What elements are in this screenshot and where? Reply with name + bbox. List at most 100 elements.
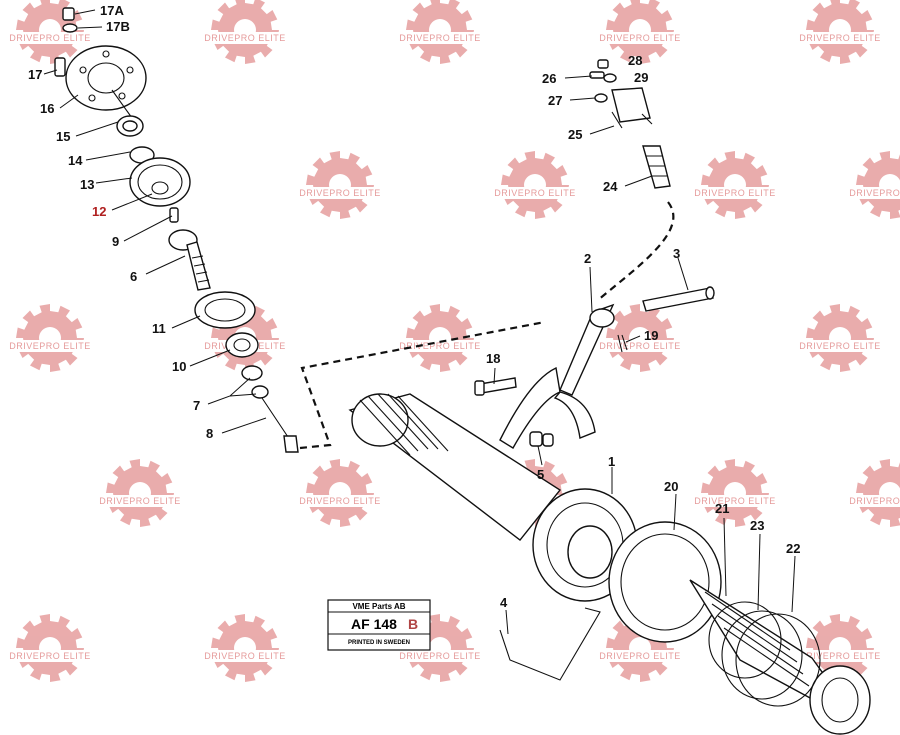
callout-23: 23 (750, 518, 764, 533)
watermark-text: DRIVEPRO ELITE (9, 33, 91, 43)
watermark-gear-14 (94, 459, 186, 527)
watermark-text: DRIVEPRO ELITE (9, 651, 91, 661)
part-12-ring (151, 181, 169, 195)
part-29-washer (603, 73, 617, 83)
callout-21: 21 (715, 501, 729, 516)
part-22-ring (735, 613, 821, 707)
part-20-hub (608, 521, 722, 643)
watermark-gear-15 (294, 459, 386, 527)
parts-plate: VME Parts AB AF 148 B PRINTED IN SWEDEN (327, 599, 431, 651)
callout-9: 9 (112, 234, 119, 249)
callout-3: 3 (673, 246, 680, 261)
plate-company: VME Parts AB (352, 602, 405, 611)
watermark-gear-2 (394, 0, 486, 64)
callout-17: 17 (28, 67, 42, 82)
callout-17a: 17A (100, 3, 124, 18)
watermark-text: DRIVEPRO ELITE (599, 341, 681, 351)
callout-2: 2 (584, 251, 591, 266)
watermark-text: DRIVEPRO ELITE (299, 188, 381, 198)
callout-22: 22 (786, 541, 800, 556)
part-8-cable (261, 397, 299, 453)
watermark-gear-23 (794, 614, 886, 682)
callout-4: 4 (500, 595, 508, 610)
callout-8: 8 (206, 426, 213, 441)
watermark-gear-9 (4, 304, 96, 372)
part-24-sensor (642, 145, 671, 189)
watermark-text: DRIVEPRO ELITE (599, 33, 681, 43)
callout-10: 10 (172, 359, 186, 374)
callout-15: 15 (56, 129, 70, 144)
part-4-spring-wire (499, 607, 601, 681)
callout-6: 6 (130, 269, 137, 284)
watermark-gear-18 (844, 459, 900, 527)
watermark-text: DRIVEPRO ELITE (99, 496, 181, 506)
watermark-text: DRIVEPRO ELITE (799, 651, 881, 661)
plate-code: AF 148 (351, 616, 397, 632)
callout-16: 16 (40, 101, 54, 116)
watermark-text: DRIVEPRO ELITE (399, 33, 481, 43)
callout-20: 20 (664, 479, 678, 494)
watermark-gear-1 (199, 0, 291, 64)
part-15-seal (116, 115, 144, 137)
part-17-bolt (54, 57, 66, 77)
part-17a-bolt (62, 7, 75, 21)
part-9-pin (169, 207, 179, 223)
part-6-shaft (168, 229, 211, 291)
callout-1: 1 (608, 454, 615, 469)
watermark-text: DRIVEPRO ELITE (694, 496, 776, 506)
watermark-text: DRIVEPRO ELITE (399, 341, 481, 351)
watermark-gear-17 (689, 459, 781, 527)
watermark-text: DRIVEPRO ELITE (849, 188, 900, 198)
part-3-rod (642, 286, 715, 312)
watermark-text: DRIVEPRO ELITE (849, 496, 900, 506)
watermark-text: DRIVEPRO ELITE (399, 651, 481, 661)
watermark-layer: DRIVEPRO ELITE DRIVEPRO ELITE DRIVEPRO ELI… (4, 0, 900, 682)
watermark-gear-19 (4, 614, 96, 682)
watermark-gear-6 (489, 151, 581, 219)
watermark-gear-20 (199, 614, 291, 682)
callout-24: 24 (603, 179, 618, 194)
callout-11: 11 (152, 321, 166, 336)
part-26-screw (589, 71, 605, 79)
callout-29: 29 (634, 70, 648, 85)
watermark-text: DRIVEPRO ELITE (494, 188, 576, 198)
part-19-clip (617, 334, 628, 353)
callout-28: 28 (628, 53, 642, 68)
watermark-text: DRIVEPRO ELITE (694, 188, 776, 198)
part-10-bearing (225, 332, 259, 358)
callout-19: 19 (644, 328, 658, 343)
callout-5: 5 (537, 467, 544, 482)
watermark-gear-7 (689, 151, 781, 219)
part-11-seal-plate (194, 291, 256, 329)
part-5-pads (529, 431, 554, 447)
watermark-text: DRIVEPRO ELITE (9, 341, 91, 351)
watermark-gear-5 (294, 151, 386, 219)
callout-14: 14 (68, 153, 83, 168)
watermark-gear-4 (794, 0, 886, 64)
leader-lines (43, 9, 796, 635)
watermark-text: DRIVEPRO ELITE (299, 496, 381, 506)
plate-footer: PRINTED IN SWEDEN (348, 640, 410, 646)
callout-26: 26 (542, 71, 556, 86)
watermark-text: DRIVEPRO ELITE (599, 651, 681, 661)
callout-25: 25 (568, 127, 582, 142)
watermark-text: DRIVEPRO ELITE (799, 33, 881, 43)
callout-17b: 17B (106, 19, 130, 34)
callout-18: 18 (486, 351, 500, 366)
watermark-text: DRIVEPRO ELITE (204, 651, 286, 661)
callout-13: 13 (80, 177, 94, 192)
callout-12: 12 (92, 204, 106, 219)
part-23-ring (721, 610, 803, 700)
watermark-gear-12 (594, 304, 686, 372)
part-28-nut (597, 59, 609, 69)
part-27-washer (594, 93, 608, 103)
watermark-text: DRIVEPRO ELITE (204, 33, 286, 43)
watermark-gear-11 (394, 304, 486, 372)
part-7-washers (241, 365, 269, 399)
watermark-gear-8 (844, 151, 900, 219)
plate-revision: B (408, 616, 418, 632)
watermark-gear-13 (794, 304, 886, 372)
watermark-gear-3 (594, 0, 686, 64)
